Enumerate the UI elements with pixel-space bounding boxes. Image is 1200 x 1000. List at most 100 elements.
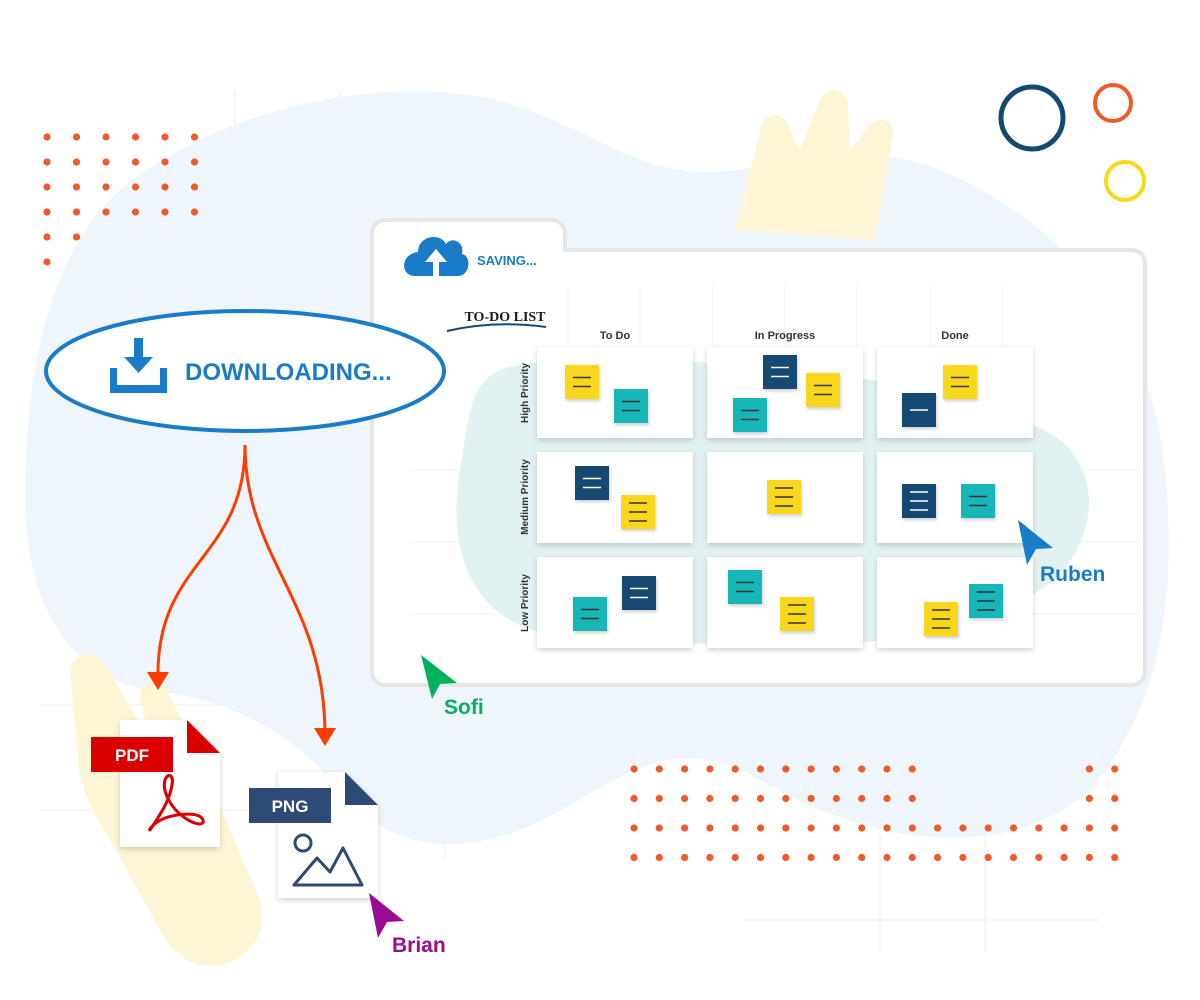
dot: [1085, 853, 1093, 862]
sticky-note-yellow: [621, 495, 655, 529]
dot: [72, 133, 81, 141]
row-header-medium-priority: Medium Priority: [520, 459, 531, 535]
dot: [858, 794, 866, 803]
dot: [807, 794, 815, 803]
dot: [908, 853, 916, 862]
cursor-brian: Brian: [369, 893, 446, 957]
dot-pattern-bottom-right: [630, 765, 1119, 862]
sticky-note-navy: [763, 355, 797, 389]
dot: [984, 853, 992, 862]
dot: [807, 765, 815, 773]
dot: [655, 853, 663, 862]
dot: [908, 794, 916, 803]
dot: [43, 258, 51, 266]
board-cell-r2-c0: [537, 557, 693, 648]
png-label: PNG: [272, 797, 309, 816]
dot: [161, 183, 169, 191]
dot: [630, 853, 638, 862]
dot: [630, 824, 638, 832]
dot-pattern-top-left: [43, 133, 199, 266]
dot: [131, 133, 140, 141]
dot: [908, 824, 916, 832]
dot: [883, 765, 891, 773]
dot: [756, 765, 765, 773]
arrow-to-pdf-head: [147, 672, 169, 690]
dot: [681, 765, 689, 773]
png-file-icon: PNG: [249, 772, 378, 898]
download-pill-outline: [44, 309, 446, 433]
dot: [832, 765, 841, 773]
dot: [832, 794, 841, 803]
brian-label: Brian: [392, 934, 446, 957]
dot: [161, 133, 169, 141]
dot: [1111, 765, 1119, 773]
dot: [731, 794, 739, 803]
dot: [883, 853, 891, 862]
dot: [832, 824, 841, 832]
dot: [190, 183, 199, 191]
dot: [43, 233, 51, 241]
dot: [807, 824, 815, 832]
sticky-note-yellow: [767, 480, 801, 514]
dot: [131, 183, 140, 191]
dot: [1009, 824, 1018, 832]
dot: [731, 765, 739, 773]
dot: [72, 208, 81, 216]
dot: [43, 133, 51, 141]
sticky-note-navy: [902, 393, 936, 427]
dot: [102, 208, 110, 216]
dot: [43, 208, 51, 216]
row-header-high-priority: High Priority: [520, 363, 531, 423]
sticky-note-teal: [614, 389, 648, 423]
decorative-circle-orange: [1093, 83, 1133, 123]
acrobat-icon: [148, 773, 205, 832]
cloud-upload-icon: [404, 237, 469, 276]
dot: [655, 824, 663, 832]
dot: [1085, 794, 1093, 803]
cursor-ruben: Ruben: [1018, 520, 1105, 586]
dot: [131, 158, 140, 166]
dot: [858, 824, 866, 832]
download-pill: DOWNLOADING...: [44, 309, 446, 433]
sticky-note-yellow: [943, 365, 977, 399]
dot: [782, 824, 790, 832]
dot: [706, 853, 714, 862]
cursor-sofi: Sofi: [421, 655, 484, 719]
sofi-arrow-icon: [421, 655, 457, 699]
dot: [102, 133, 110, 141]
dot: [1035, 853, 1043, 862]
dot: [43, 183, 51, 191]
dot: [934, 824, 942, 832]
board-cell-r1-c0: [537, 452, 693, 543]
dot: [43, 158, 51, 166]
dot: [655, 765, 663, 773]
dot: [1085, 765, 1093, 773]
sticky-note-yellow: [565, 365, 599, 399]
dot: [883, 794, 891, 803]
dot: [756, 853, 765, 862]
ruben-arrow-icon: [1018, 520, 1053, 565]
dot: [959, 824, 967, 832]
dot: [706, 794, 714, 803]
dot: [908, 765, 916, 773]
column-header-in-progress: In Progress: [755, 330, 816, 342]
dot: [706, 765, 714, 773]
dot: [1111, 824, 1119, 832]
sticky-note-teal: [573, 597, 607, 631]
dot: [102, 183, 110, 191]
title-underline: [446, 323, 547, 332]
sofi-label: Sofi: [444, 696, 484, 719]
dot: [1009, 853, 1018, 862]
dot: [883, 824, 891, 832]
ruben-label: Ruben: [1040, 563, 1105, 586]
dot: [72, 183, 81, 191]
dot: [858, 765, 866, 773]
dot: [630, 765, 638, 773]
sticky-notes: [565, 355, 1003, 636]
dot: [161, 158, 169, 166]
dot: [131, 208, 140, 216]
dot: [756, 824, 765, 832]
board-window: SAVING... TO-DO LIST To Do In Progress D…: [370, 218, 1147, 687]
brian-arrow-icon: [369, 893, 404, 938]
